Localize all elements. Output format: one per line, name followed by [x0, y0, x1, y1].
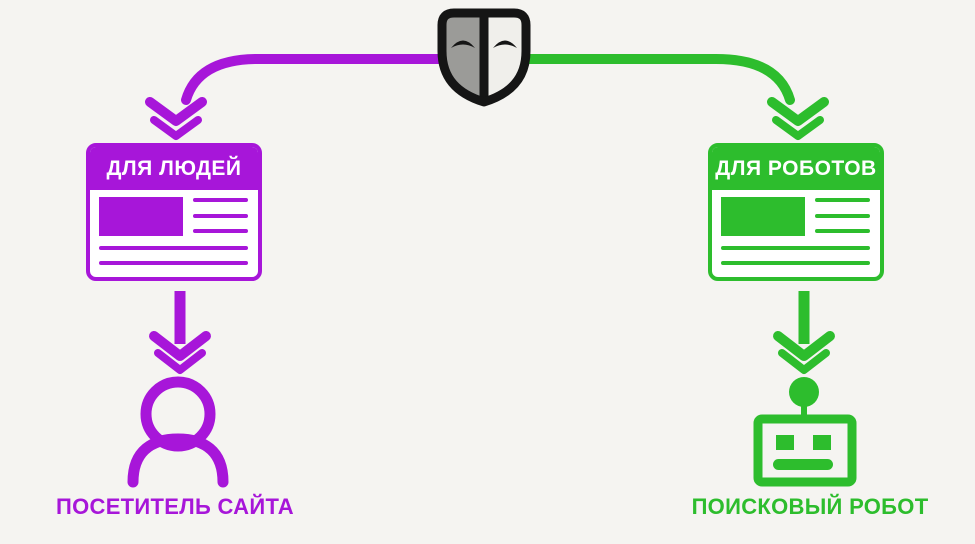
text-line — [99, 246, 248, 250]
text-line — [815, 229, 870, 233]
down-arrow-left — [149, 291, 211, 374]
text-line — [721, 261, 870, 265]
search-robot-label: ПОИСКОВЫЙ РОБОТ — [691, 494, 929, 519]
text-line — [99, 261, 248, 265]
text-line — [193, 214, 248, 218]
person-icon — [127, 376, 229, 488]
image-placeholder — [721, 197, 805, 236]
curved-arrow-left — [145, 54, 455, 140]
page-for-humans-card: ДЛЯ ЛЮДЕЙ — [86, 143, 262, 281]
page-for-robots-mockup — [712, 190, 880, 277]
theater-mask-icon — [437, 8, 531, 107]
robot-icon — [753, 377, 857, 487]
image-placeholder — [99, 197, 183, 236]
text-line — [815, 198, 870, 202]
page-for-robots-title: ДЛЯ РОБОТОВ — [712, 147, 880, 190]
text-line — [815, 214, 870, 218]
page-for-humans-title: ДЛЯ ЛЮДЕЙ — [90, 147, 258, 190]
page-for-robots-card: ДЛЯ РОБОТОВ — [708, 143, 884, 281]
page-for-humans-mockup — [90, 190, 258, 277]
site-visitor-label: ПОСЕТИТЕЛЬ САЙТА — [56, 494, 294, 519]
down-arrow-right — [773, 291, 835, 374]
text-line — [193, 229, 248, 233]
text-line — [193, 198, 248, 202]
text-line — [721, 246, 870, 250]
curved-arrow-right — [517, 54, 829, 140]
